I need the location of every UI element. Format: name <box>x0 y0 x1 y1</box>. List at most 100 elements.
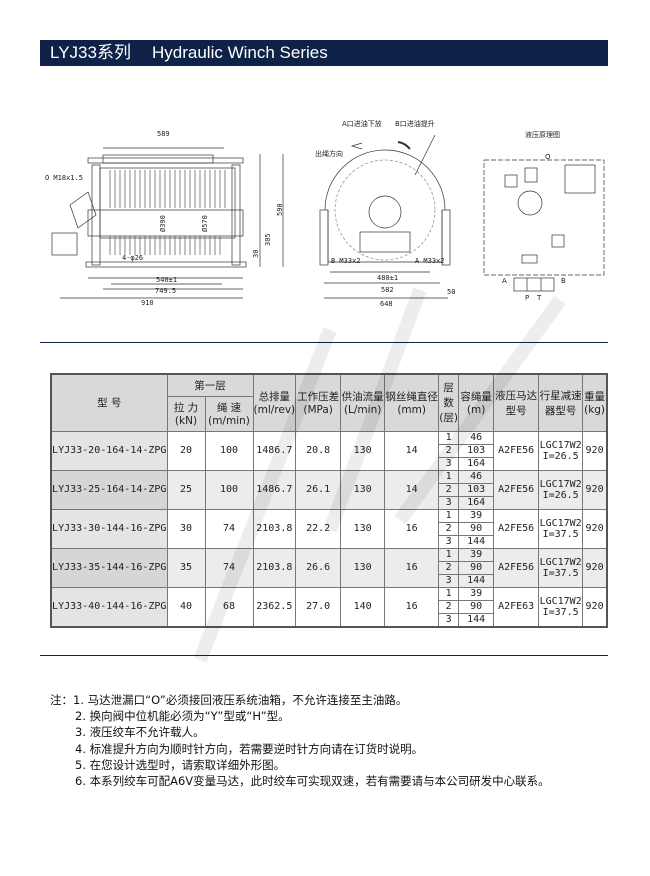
cell-displacement: 1486.7 <box>252 430 297 471</box>
cell-pressure: 27.0 <box>295 586 342 627</box>
cell-weight: 920 <box>582 469 608 510</box>
cell-rope: 16 <box>384 508 440 549</box>
dim-910: 910 <box>141 299 154 307</box>
cell-model: LYJ33-30-144-16-ZPG <box>50 508 168 549</box>
cell-rope: 14 <box>384 469 440 510</box>
unit: (L/min) <box>343 404 382 417</box>
cell-layer: 2 <box>438 599 460 614</box>
label: 重量 <box>584 391 606 404</box>
col-displacement: 总排量(ml/rev) <box>252 373 297 432</box>
cell-layer: 2 <box>438 482 460 497</box>
cell-layer: 3 <box>438 612 460 627</box>
cell-layer: 1 <box>438 508 460 523</box>
cell-capacity: 103 <box>458 443 495 458</box>
reducer-ratio: I=26.5 <box>542 450 579 462</box>
notes: 注：1. 马达泄漏口“O”必须接回液压系统油箱，不允许连接至主油路。 2. 换向… <box>50 692 550 789</box>
cell-capacity: 39 <box>458 508 495 523</box>
reducer-ratio: I=26.5 <box>542 489 579 501</box>
cell-flow: 130 <box>340 508 386 549</box>
cell-model: LYJ33-40-144-16-ZPG <box>50 586 168 627</box>
note-6: 6. 本系列绞车可配A6V变量马达，此时绞车可实现双速，若有需要请与本公司研发中… <box>75 774 550 789</box>
cell-capacity: 103 <box>458 482 495 497</box>
port-b-label: B <box>561 277 566 285</box>
dim-540: 540±1 <box>156 276 177 284</box>
label: 总排量 <box>258 391 291 404</box>
unit: (kN) <box>174 415 198 427</box>
arrow-left-icon <box>350 142 363 150</box>
unit: (层) <box>439 412 458 425</box>
cell-layer: 3 <box>438 534 460 549</box>
label: 行星减速 <box>539 389 582 402</box>
cell-model: LYJ33-25-164-14-ZPG <box>50 469 168 510</box>
dim-589: 589 <box>157 130 170 138</box>
col-model: 型 号 <box>50 373 168 432</box>
cell-pull: 25 <box>166 469 206 510</box>
cell-layer: 2 <box>438 443 460 458</box>
cell-capacity: 46 <box>458 469 495 484</box>
cell-capacity: 164 <box>458 495 495 510</box>
cell-layer: 1 <box>438 430 460 445</box>
cell-speed: 68 <box>204 586 254 627</box>
col-pressure: 工作压差(MPa) <box>295 373 342 432</box>
note-5: 5. 在您设计选型时，请索取详细外形图。 <box>75 757 286 772</box>
col-pull: 拉 力(kN) <box>166 395 206 432</box>
reducer-model: LGC17W2 <box>539 556 582 568</box>
label: 工作压差 <box>297 391 340 404</box>
cell-layer: 1 <box>438 586 460 601</box>
cell-rope: 16 <box>384 547 440 588</box>
col-motor: 液压马达型号 <box>493 373 540 432</box>
divider <box>40 342 608 343</box>
label: 层数 <box>443 382 454 410</box>
reducer-ratio: I=37.5 <box>542 567 579 579</box>
cell-pull: 30 <box>166 508 206 549</box>
front-view-drawing <box>319 134 451 299</box>
cell-pull: 35 <box>166 547 206 588</box>
label: 绳 速 <box>216 402 242 414</box>
cell-displacement: 2103.8 <box>252 547 297 588</box>
label: 容绳量 <box>460 391 492 404</box>
cell-pressure: 26.6 <box>295 547 342 588</box>
col-capacity: 容绳量(m) <box>458 373 495 432</box>
reducer-model: LGC17W2 <box>539 517 582 529</box>
note-4: 4. 标准提升方向为顺时针方向，若需要逆时针方向请在订货时说明。 <box>75 741 424 756</box>
col-rope-diameter: 钢丝绳直径(mm) <box>384 373 440 432</box>
cell-displacement: 2362.5 <box>252 586 297 627</box>
cell-rope: 14 <box>384 430 440 471</box>
dim-305: 305 <box>264 233 272 246</box>
dim-648: 648 <box>380 300 393 308</box>
b-port-direction-label: B口进油提升 <box>395 119 435 128</box>
cell-pull: 40 <box>166 586 206 627</box>
dim-749: 749.5 <box>155 287 176 295</box>
cell-layer: 1 <box>438 469 460 484</box>
port-o-label: O <box>545 153 551 161</box>
unit: (MPa) <box>303 404 333 417</box>
label: 钢丝绳直径 <box>385 391 438 404</box>
unit: (m) <box>466 404 486 417</box>
col-flow: 供油流量(L/min) <box>340 373 386 432</box>
cell-layer: 2 <box>438 560 460 575</box>
cell-pressure: 20.8 <box>295 430 342 471</box>
cell-flow: 130 <box>340 430 386 471</box>
unit: (mm) <box>397 404 426 417</box>
note-1: 注：1. 马达泄漏口“O”必须接回液压系统油箱，不允许连接至主油路。 <box>50 693 408 707</box>
cell-capacity: 90 <box>458 521 495 536</box>
schematic-labels: 液压原理图 O A B P T <box>502 130 566 302</box>
cell-capacity: 164 <box>458 456 495 471</box>
rope-direction-label: 出绳方向 <box>315 149 343 158</box>
dim-390: Ø390 <box>159 215 167 232</box>
cell-weight: 920 <box>582 586 608 627</box>
